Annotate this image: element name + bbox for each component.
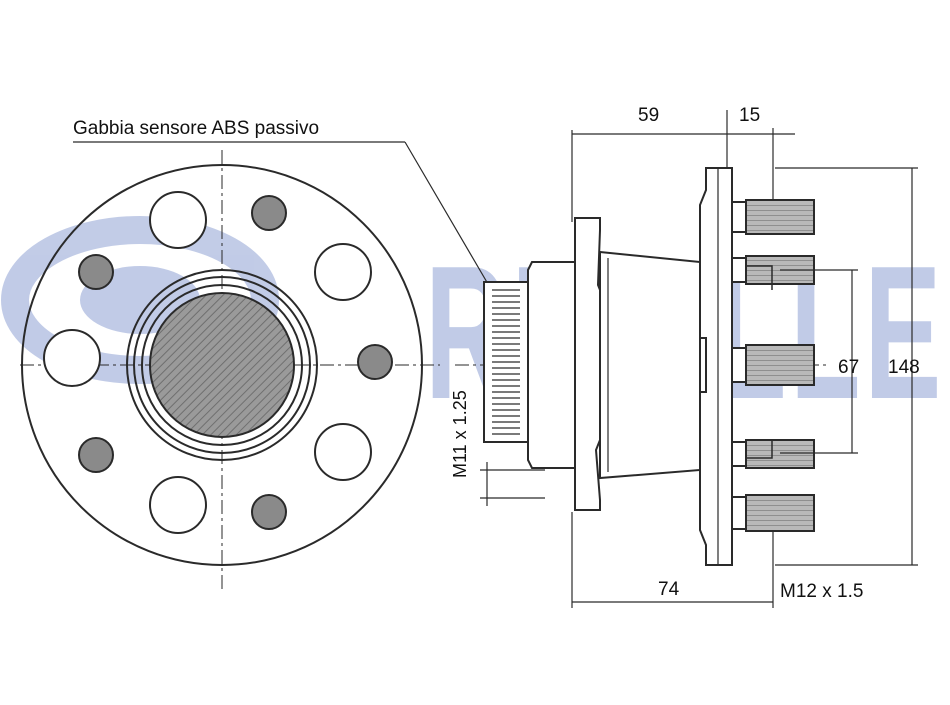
hub-center-hatched: [149, 292, 295, 438]
bearing-housing-inner: [527, 261, 576, 469]
abs-label-leader: [73, 141, 489, 285]
wheel-stud-4: [731, 439, 815, 469]
hub-ring-outer: [126, 269, 318, 461]
hub-ring-inner: [141, 284, 303, 446]
bearing-body: [599, 250, 701, 480]
thread-m12-label: M12 x 1.5: [780, 581, 863, 602]
mounting-flange: [574, 217, 604, 511]
dimension-lines: [480, 110, 918, 608]
dim-74-label: 74: [658, 579, 680, 600]
wheel-flange: [699, 167, 733, 566]
wheel-stud-5: [731, 494, 815, 532]
flange-hole-top-left: [149, 191, 207, 249]
wheel-stud-1: [731, 199, 815, 235]
bolt-position-right: [357, 344, 393, 380]
hub-side-view: [455, 167, 830, 566]
flange-hole-left: [43, 329, 101, 387]
dim-59-label: 59: [638, 105, 659, 126]
bolt-position-bottom: [251, 494, 287, 530]
wheel-studs: [731, 199, 815, 532]
dim-148-label: 148: [888, 357, 920, 378]
dim-67-label: 67: [838, 357, 859, 378]
hub-pilot: [699, 337, 707, 393]
flange-hole-bottom-left: [149, 476, 207, 534]
hub-front-view: [20, 150, 440, 590]
abs-sensor-label: Gabbia sensore ABS passivo: [73, 118, 319, 139]
abs-sensor-teeth: [492, 289, 520, 435]
wheel-stud-3: [731, 344, 815, 386]
flange-hole-right-lower: [314, 423, 372, 481]
bolt-position-left-lower: [78, 437, 114, 473]
bolt-position-top: [251, 195, 287, 231]
hub-ring-middle: [133, 276, 311, 454]
flange-hole-right-upper: [314, 243, 372, 301]
dim-15-label: 15: [739, 105, 760, 126]
flange-outer-circle: [21, 164, 423, 566]
thread-m11-label: M11 x 1.25: [450, 390, 470, 478]
bolt-position-left-upper: [78, 254, 114, 290]
